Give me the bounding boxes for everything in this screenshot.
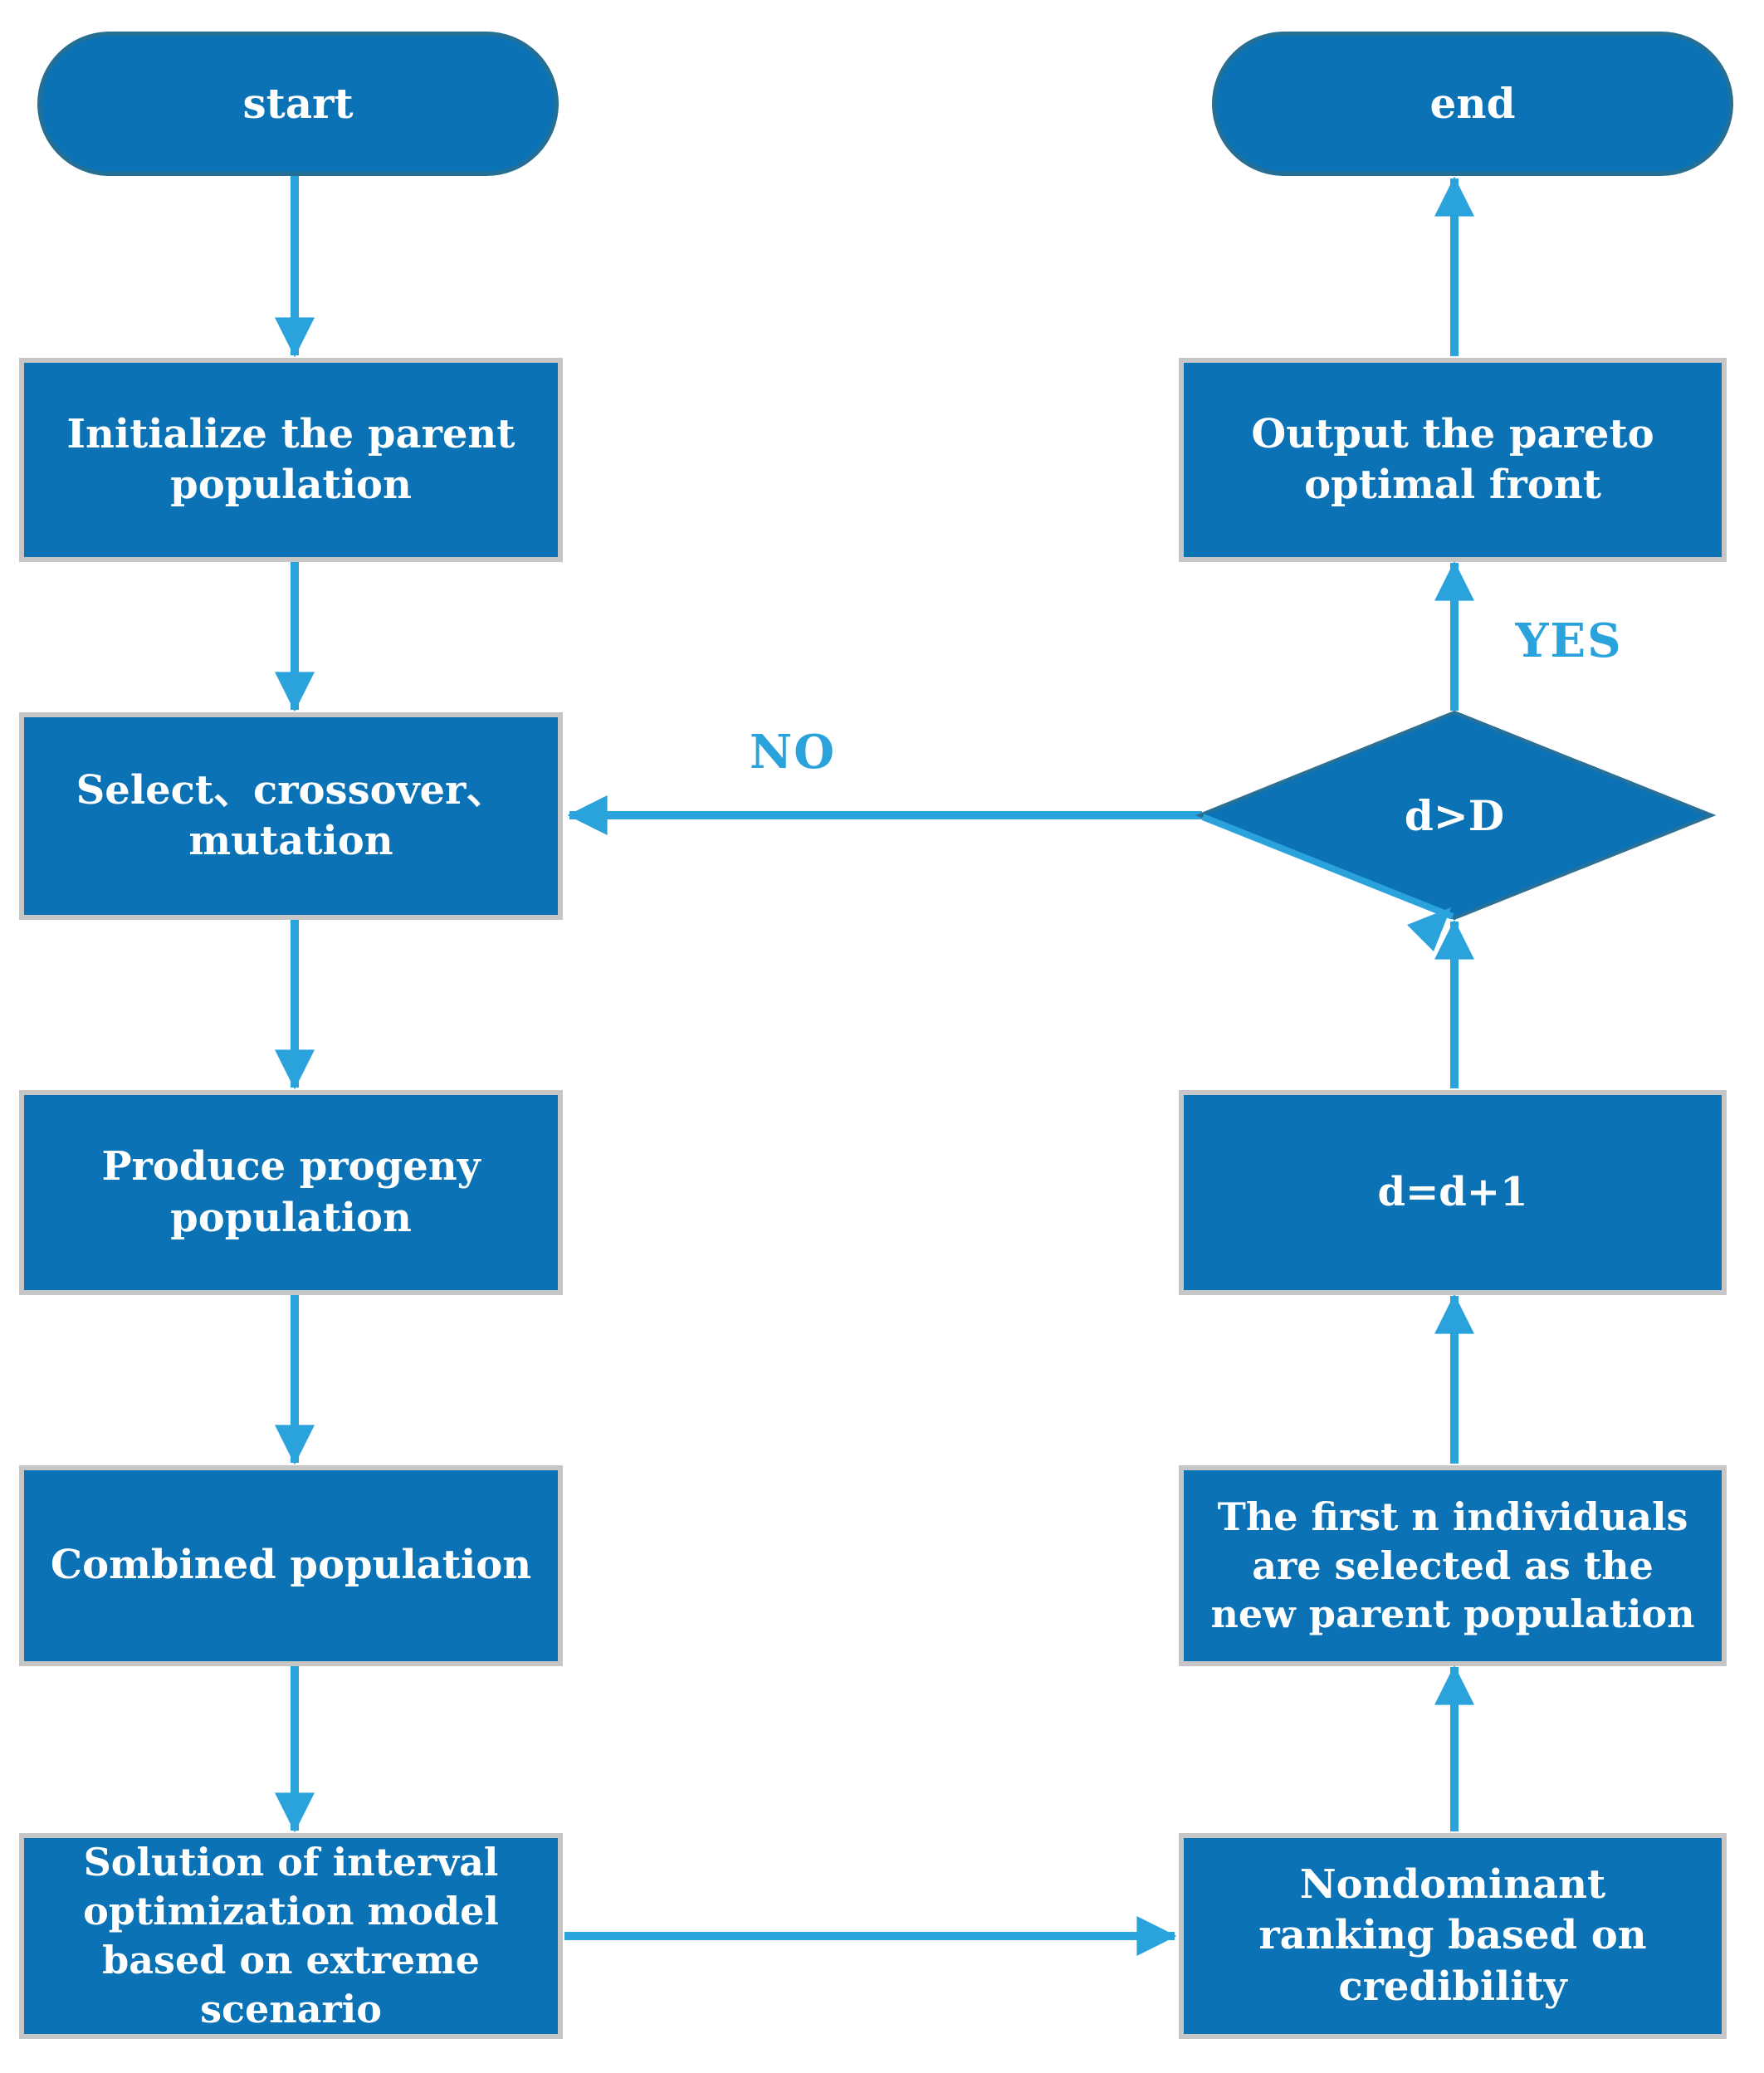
diamond-lower-edge-line <box>1201 814 1454 920</box>
node-decision-label: d>D <box>1404 790 1505 840</box>
node-nondominant: Nondominant ranking based on credibility <box>1179 1833 1727 2039</box>
node-end: end <box>1212 32 1733 176</box>
node-select: Select、crossover、mutation <box>19 712 563 920</box>
node-increment: d=d+1 <box>1179 1090 1727 1295</box>
node-initialize: Initialize the parent population <box>19 358 563 562</box>
node-solution: Solution of interval optimization model … <box>19 1833 563 2039</box>
node-start: start <box>37 32 559 176</box>
node-produce: Produce progeny population <box>19 1090 563 1295</box>
node-output: Output the pareto optimal front <box>1179 358 1727 562</box>
diamond-edge-arrowhead <box>1407 907 1451 951</box>
edge-label-yes: YES <box>1515 614 1623 668</box>
edge-label-no: NO <box>750 725 836 780</box>
node-combined: Combined population <box>19 1465 563 1666</box>
node-first-n: The first n individuals are selected as … <box>1179 1465 1727 1666</box>
